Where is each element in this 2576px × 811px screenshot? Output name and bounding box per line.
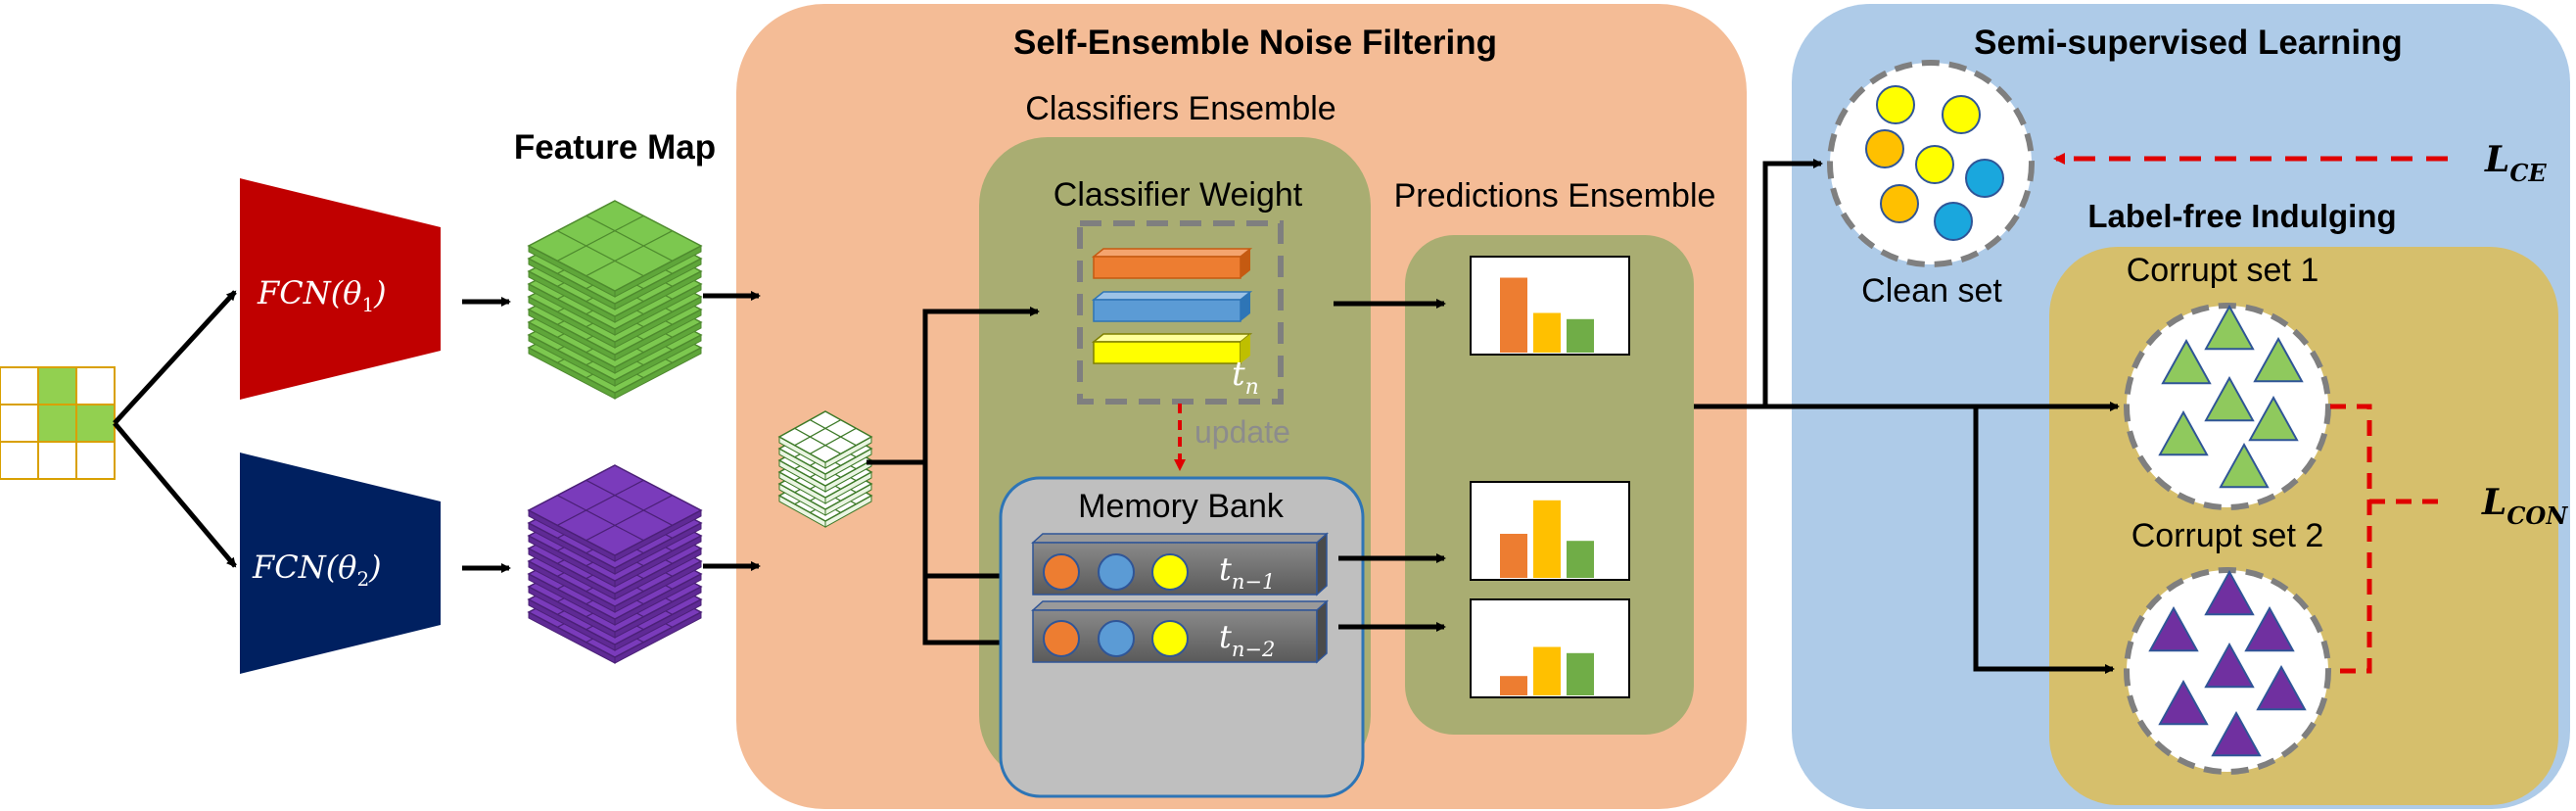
triangle-sample xyxy=(2204,569,2255,616)
triangle-sample xyxy=(2148,605,2199,652)
loss-con-connector xyxy=(2330,404,2443,674)
loss-ce-connector: LCE xyxy=(2053,139,2547,187)
to-prediction-arrows xyxy=(1334,299,1446,632)
feature-to-filter-arrows xyxy=(703,291,761,571)
update-label: update xyxy=(1194,414,1290,450)
predictions-ensemble-title: Predictions Ensemble xyxy=(1394,177,1716,215)
fcn-theta2-network: FCN(θ2) xyxy=(240,453,441,674)
fcn1-sub: 1 xyxy=(361,293,374,316)
prediction-chart-3 xyxy=(1470,598,1630,698)
svg-text:tn−1: tn−1 xyxy=(1219,550,1275,594)
feature-map-purple xyxy=(527,464,703,664)
prediction-bar xyxy=(1500,277,1527,353)
prediction-chart-2 xyxy=(1470,481,1630,581)
feature-map-title: Feature Map xyxy=(514,128,716,167)
fcn2-param: θ xyxy=(338,549,356,586)
triangle-sample xyxy=(2158,409,2209,456)
tn2-sub: n−2 xyxy=(1232,638,1275,661)
svg-text:LCE: LCE xyxy=(2484,139,2547,187)
memory-bank: Memory Bank tn−1 tn−2 xyxy=(999,476,1365,798)
corrupt-set-1: Corrupt set 1 xyxy=(2124,252,2331,510)
prediction-bar xyxy=(1533,312,1561,353)
feature-map-purple-layer xyxy=(527,464,703,562)
svg-text:LCON: LCON xyxy=(2481,482,2568,530)
corrupt-set-2-label: Corrupt set 2 xyxy=(2131,517,2324,554)
fcn2-name: FCN xyxy=(252,549,327,586)
feature-map-green xyxy=(527,200,703,400)
triangle-sample xyxy=(2256,664,2307,711)
fcn-to-feature-arrows xyxy=(462,297,511,573)
prediction-bar xyxy=(1533,500,1561,578)
prediction-bar xyxy=(1500,534,1527,578)
semi-supervised-title: Semi-supervised Learning xyxy=(1974,24,2403,62)
prediction-bar xyxy=(1533,646,1561,695)
triangle-sample xyxy=(2248,395,2299,442)
prediction-chart-1 xyxy=(1470,256,1630,356)
fcn1-param: θ xyxy=(343,274,361,311)
split-arrows xyxy=(866,307,1040,647)
tn2-t: t xyxy=(1219,618,1232,655)
corrupt-set-1-label: Corrupt set 1 xyxy=(2127,252,2319,289)
classifier-weight-box: tn xyxy=(1077,220,1284,405)
prediction-bar xyxy=(1567,652,1594,695)
prediction-bar xyxy=(1500,676,1527,695)
triangle-sample xyxy=(2253,336,2304,383)
clean-set-label: Clean set xyxy=(1861,272,2002,310)
prediction-bar xyxy=(1567,541,1594,578)
feature-map-green-layer xyxy=(527,200,703,298)
label-free-title: Label-free Indulging xyxy=(2087,198,2396,234)
fcn-theta1-network: FCN(θ1) xyxy=(240,178,441,400)
triangle-sample xyxy=(2211,710,2262,757)
classifiers-ensemble-title: Classifiers Ensemble xyxy=(1025,90,1335,127)
tn1-t: t xyxy=(1219,550,1232,588)
fcn2-sub: 2 xyxy=(356,567,369,591)
feature-stack-small xyxy=(777,410,873,528)
clean-set: Clean set xyxy=(1827,60,2035,310)
self-ensemble-title: Self-Ensemble Noise Filtering xyxy=(1013,24,1497,62)
triangle-sample xyxy=(2204,642,2255,689)
triangle-sample xyxy=(2161,338,2212,385)
prediction-bar xyxy=(1567,318,1594,353)
update-arrow: update xyxy=(1174,404,1290,471)
triangle-sample xyxy=(2244,605,2295,652)
loss-ce-sub: CE xyxy=(2509,159,2547,187)
triangle-sample xyxy=(2158,679,2209,726)
input-image-grid xyxy=(0,366,116,480)
classifier-weight-title: Classifier Weight xyxy=(1054,176,1303,214)
fcn1-name: FCN xyxy=(257,274,332,311)
memory-entry-n2: tn−2 xyxy=(1031,599,1329,664)
memory-entry-n1: tn−1 xyxy=(1031,532,1329,596)
memory-bank-title: Memory Bank xyxy=(1078,488,1285,525)
tn-sub: n xyxy=(1245,375,1259,400)
triangle-sample xyxy=(2219,442,2270,489)
loss-ce-L: L xyxy=(2484,139,2509,180)
loss-con-sub: CON xyxy=(2506,501,2568,530)
tn1-sub: n−1 xyxy=(1232,570,1275,594)
input-arrows xyxy=(113,290,237,568)
feature-stack-small-layer xyxy=(777,410,873,469)
svg-text:tn: tn xyxy=(1232,355,1259,400)
loss-con-L: L xyxy=(2481,482,2506,523)
output-routing-arrows xyxy=(1694,159,2120,674)
triangle-sample xyxy=(2204,375,2255,422)
corrupt-set-2: Corrupt set 2 xyxy=(2124,517,2331,775)
svg-text:tn−2: tn−2 xyxy=(1219,618,1275,661)
triangle-sample xyxy=(2204,304,2255,351)
tn-t: t xyxy=(1232,355,1245,394)
